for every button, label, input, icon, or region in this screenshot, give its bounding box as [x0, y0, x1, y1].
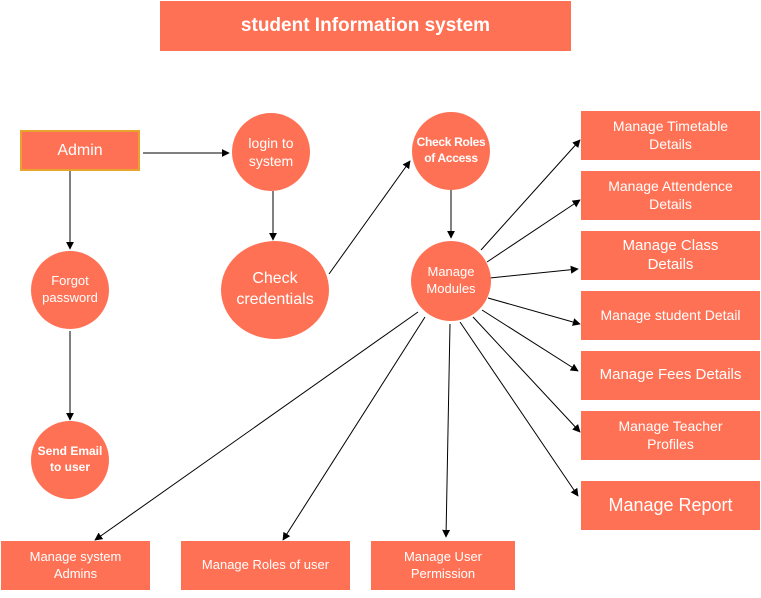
- edge-modules-fees: [481, 309, 579, 372]
- manage-user-permission-node: Manage User Permission: [371, 541, 515, 590]
- edge-modules-system-admins: [94, 311, 419, 541]
- manage-teacher-label: Manage Teacher Profiles: [618, 418, 723, 452]
- edge-modules-teacher: [472, 316, 581, 433]
- manage-fees-label: Manage Fees Details: [599, 366, 742, 384]
- manage-student-node: Manage student Detail: [581, 291, 760, 340]
- manage-system-admins-label: Manage system Admins: [29, 549, 122, 581]
- manage-user-permission-label: Manage User Permission: [403, 549, 483, 581]
- manage-timetable-label: Manage Timetable Details: [612, 118, 729, 152]
- admin-node: Admin: [20, 130, 140, 171]
- manage-modules-node: Manage Modules: [411, 241, 491, 321]
- login-node: login to system: [232, 113, 310, 191]
- manage-student-label: Manage student Detail: [600, 306, 741, 323]
- manage-timetable-node: Manage Timetable Details: [581, 111, 760, 160]
- manage-attendence-node: Manage Attendence Details: [581, 171, 760, 220]
- edge-modules-timetable: [480, 139, 581, 251]
- manage-roles-user-label: Manage Roles of user: [201, 557, 330, 573]
- edge-modules-report: [459, 321, 579, 497]
- manage-teacher-node: Manage Teacher Profiles: [581, 411, 760, 460]
- manage-attendence-label: Manage Attendence Details: [608, 178, 733, 212]
- manage-class-label: Manage Class Details: [622, 236, 719, 273]
- manage-system-admins-node: Manage system Admins: [1, 541, 150, 590]
- manage-roles-user-node: Manage Roles of user: [181, 541, 350, 590]
- send-email-node: Send Email to user: [31, 421, 109, 499]
- manage-report-label: Manage Report: [608, 495, 733, 516]
- send-email-label: Send Email to user: [37, 444, 103, 474]
- manage-report-node: Manage Report: [581, 481, 760, 530]
- edge-modules-user-permission: [442, 323, 451, 538]
- forgot-password-label: Forgot password: [42, 273, 98, 305]
- forgot-password-node: Forgot password: [31, 251, 109, 329]
- edge-modules-student: [487, 297, 581, 326]
- check-roles-node: Check Roles of Access: [412, 112, 490, 190]
- manage-fees-node: Manage Fees Details: [581, 351, 760, 400]
- edge-modules-class: [489, 265, 579, 279]
- edge-modules-roles-user: [282, 316, 426, 541]
- admin-label: Admin: [57, 141, 103, 159]
- edge-credentials-roles: [328, 160, 411, 275]
- check-roles-label: Check Roles of Access: [416, 135, 486, 165]
- edge-modules-attendence: [486, 199, 581, 263]
- check-credentials-label: Check credentials: [236, 270, 314, 308]
- manage-class-node: Manage Class Details: [581, 231, 760, 280]
- manage-modules-label: Manage Modules: [426, 264, 476, 296]
- diagram-title: student Information system: [160, 1, 571, 51]
- check-credentials-node: Check credentials: [221, 241, 329, 339]
- login-label: login to system: [248, 134, 294, 169]
